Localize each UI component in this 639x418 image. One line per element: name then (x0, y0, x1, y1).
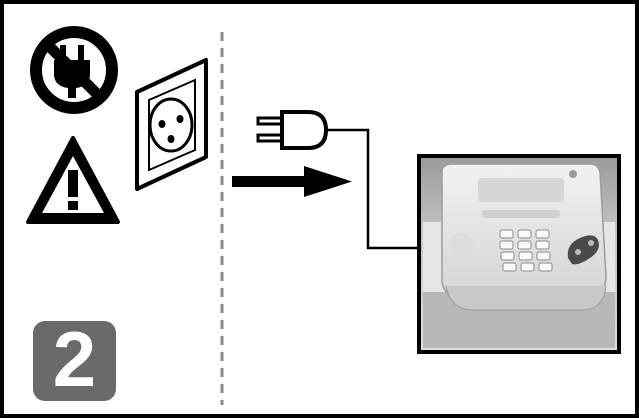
control-unit-photo (417, 154, 621, 354)
power-plug-icon (256, 110, 329, 150)
wall-socket-icon (135, 58, 208, 191)
power-cable (326, 128, 419, 250)
right-arrow-icon (232, 166, 352, 197)
step-number-badge: 2 (33, 315, 116, 403)
warning-triangle-icon (26, 136, 120, 224)
no-plug-prohibition-icon (30, 26, 118, 114)
step-number: 2 (52, 315, 97, 403)
